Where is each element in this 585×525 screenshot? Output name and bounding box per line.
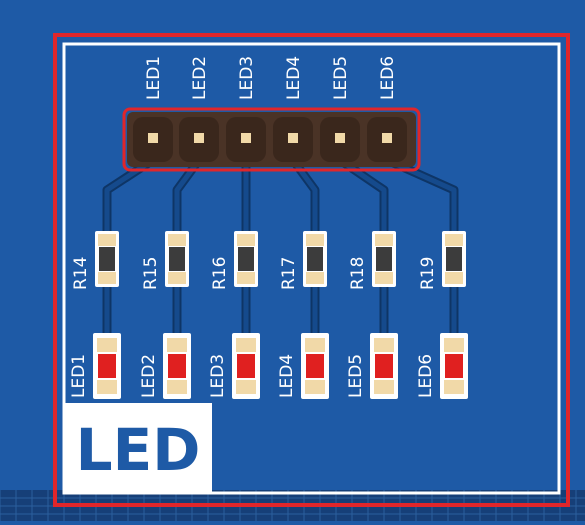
resistor-label: R15 <box>141 257 161 290</box>
header-pin-label: LED6 <box>378 56 398 100</box>
resistor-body <box>238 247 254 271</box>
resistor-r18[interactable]: R18 <box>348 231 396 290</box>
led-label: LED5 <box>346 354 366 398</box>
led-body <box>168 354 186 378</box>
resistor-body <box>376 247 392 271</box>
header-pin-label: LED2 <box>190 56 210 100</box>
resistor-r15[interactable]: R15 <box>141 231 189 290</box>
led-led6[interactable]: LED6 <box>416 333 468 399</box>
header-pin-label: LED4 <box>284 56 304 100</box>
header-pin-label: LED5 <box>331 56 351 100</box>
header-pin[interactable] <box>194 133 204 143</box>
resistor-label: R14 <box>71 257 91 290</box>
resistor-pad <box>168 234 186 246</box>
resistor-r17[interactable]: R17 <box>279 231 327 290</box>
resistor-pad <box>306 272 324 284</box>
led-pad <box>374 338 394 352</box>
led-pad <box>167 380 187 394</box>
resistor-label: R17 <box>279 257 299 290</box>
header-pin-labels: LED1 LED2 LED3 LED4 LED5 LED6 <box>144 56 398 100</box>
led-pad <box>444 380 464 394</box>
led-led5[interactable]: LED5 <box>346 333 398 399</box>
led-led2[interactable]: LED2 <box>139 333 191 399</box>
led-body <box>375 354 393 378</box>
led-pad <box>97 338 117 352</box>
resistor-pad <box>98 234 116 246</box>
led-pad <box>97 380 117 394</box>
led-led4[interactable]: LED4 <box>277 333 329 399</box>
resistor-body <box>169 247 185 271</box>
header-pin[interactable] <box>288 133 298 143</box>
resistor-pad <box>375 272 393 284</box>
header-pin-label: LED3 <box>237 56 257 100</box>
resistor-pad <box>98 272 116 284</box>
led-label: LED4 <box>277 354 297 398</box>
header-pins <box>133 117 407 162</box>
led-logo: LED <box>64 403 212 493</box>
resistor-label: R18 <box>348 257 368 290</box>
led-led1[interactable]: LED1 <box>69 333 121 399</box>
resistor-r19[interactable]: R19 <box>418 231 466 290</box>
led-pad <box>236 380 256 394</box>
led-body <box>306 354 324 378</box>
led-led3[interactable]: LED3 <box>208 333 260 399</box>
pin-header[interactable] <box>122 107 421 172</box>
resistor-body <box>307 247 323 271</box>
resistors: R14 R15 R16 R17 R18 R19 <box>71 231 466 290</box>
resistor-r14[interactable]: R14 <box>71 231 119 290</box>
resistor-pad <box>445 234 463 246</box>
header-pin[interactable] <box>335 133 345 143</box>
resistor-body <box>99 247 115 271</box>
resistor-label: R19 <box>418 257 438 290</box>
header-selection-outline[interactable] <box>122 107 421 172</box>
header-pin-label: LED1 <box>144 56 164 100</box>
led-body <box>98 354 116 378</box>
led-label: LED2 <box>139 354 159 398</box>
led-label: LED3 <box>208 354 228 398</box>
logo-text: LED <box>76 416 201 484</box>
resistor-pad <box>237 272 255 284</box>
led-pad <box>236 338 256 352</box>
led-label: LED6 <box>416 354 436 398</box>
resistor-pad <box>445 272 463 284</box>
board-outline-red[interactable] <box>53 33 570 507</box>
resistor-pad <box>375 234 393 246</box>
resistor-body <box>446 247 462 271</box>
header-pin[interactable] <box>148 133 158 143</box>
resistor-pad <box>237 234 255 246</box>
resistor-pad <box>168 272 186 284</box>
led-body <box>237 354 255 378</box>
led-pad <box>374 380 394 394</box>
silkscreen-outline <box>62 42 561 495</box>
resistor-r16[interactable]: R16 <box>210 231 258 290</box>
resistor-label: R16 <box>210 257 230 290</box>
led-pad <box>305 338 325 352</box>
led-label: LED1 <box>69 354 89 398</box>
resistor-pad <box>306 234 324 246</box>
header-pin[interactable] <box>241 133 251 143</box>
led-pad <box>167 338 187 352</box>
header-pin[interactable] <box>382 133 392 143</box>
logo-background <box>64 403 212 493</box>
led-pad <box>444 338 464 352</box>
leds: LED1 LED2 LED3 LED4 LED5 LED6 <box>69 333 468 399</box>
led-pad <box>305 380 325 394</box>
led-body <box>445 354 463 378</box>
